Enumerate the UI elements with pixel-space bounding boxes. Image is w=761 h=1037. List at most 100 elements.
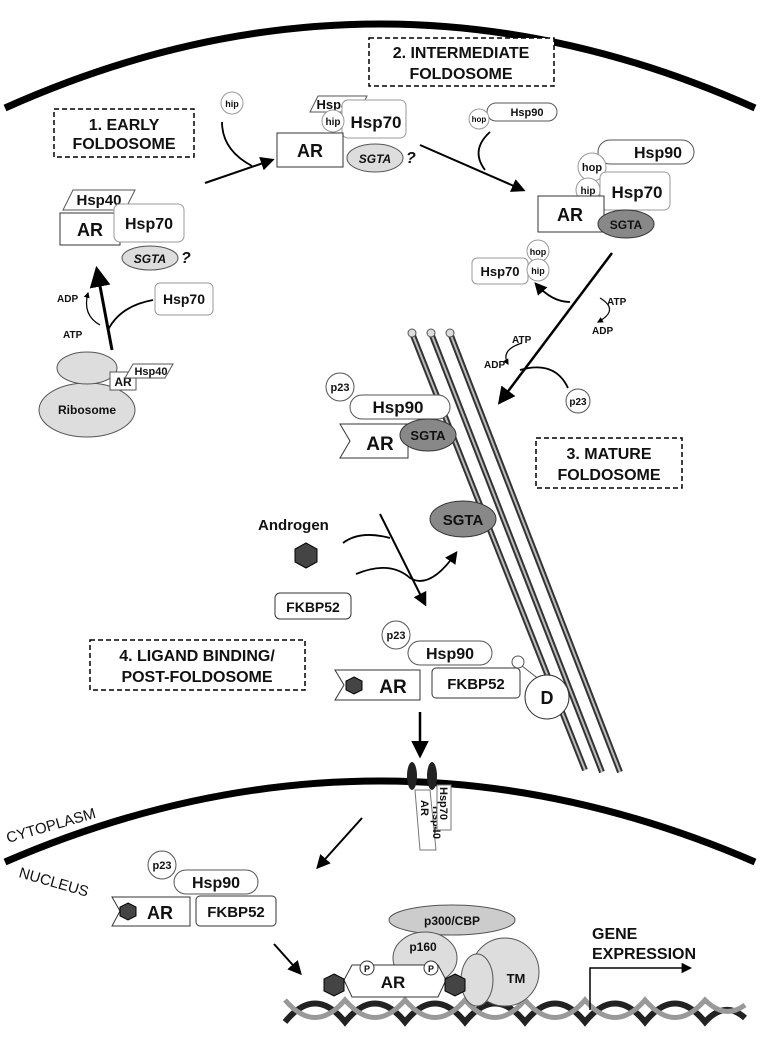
nuclear-ar-label: AR [147,903,173,923]
label-adp-p23: ADP [484,360,505,371]
inter-hsp70-label: Hsp70 [350,113,401,132]
p160-label: p160 [409,940,437,954]
mature-p23-label: p23 [331,382,350,394]
hip-free: hip [220,91,244,115]
mature-sgta-label: SGTA [410,428,446,443]
arrow-hsp70-join-left [107,299,154,331]
nuclear-complex: p23 Hsp90 AR FKBP52 [111,850,277,927]
arrow-atp-adp-p23 [503,342,523,366]
arrow-sgta-release [355,550,458,582]
inter-ar-label: AR [297,141,323,161]
full-hop-label: hop [582,162,602,174]
inter-hip-label: hip [326,117,341,128]
ligand-ar-label: AR [379,677,407,698]
early-hsp70-label: Hsp70 [125,216,173,233]
arrow-into-nucleus [316,817,363,870]
nuclear-hsp90-label: Hsp90 [192,875,240,892]
tc-ar-label: AR [381,973,406,992]
stage-early-line2: FOLDOSOME [72,136,175,153]
arrow-early-to-intermediate [204,157,275,184]
nuclear-pore: AR Hsp40 Hsp70 [407,762,452,851]
full-hsp70-label: Hsp70 [611,183,662,202]
ribosome-complex: Ribosome AR Hsp40 [38,351,174,438]
stage-early-line1: 1. EARLY [89,117,160,134]
cell-membrane [3,20,757,112]
stage-intermediate-line1: 2. INTERMEDIATE [393,45,530,62]
arrow-p23-join [519,366,569,389]
arrow-hop-hsp90-join [477,131,491,171]
stage-ligand-line1: 4. LIGAND BINDING/ [119,648,275,665]
nuclear-fkbp52-label: FKBP52 [207,904,265,921]
label-nucleus: NUCLEUS [17,865,91,901]
label-atp-p23: ATP [512,335,532,346]
p300-label: p300/CBP [424,914,480,928]
stage-box-ligand: 4. LIGAND BINDING/ POST-FOLDOSOME [89,639,306,691]
arrow-to-dna [273,943,302,976]
ligand-fkbp52-label: FKBP52 [447,676,505,693]
stage-box-intermediate: 2. INTERMEDIATE FOLDOSOME [368,37,555,87]
ligand-complex: p23 Hsp90 AR FKBP52 D [334,620,570,720]
full-hsp90-label: Hsp90 [634,145,682,162]
ligand-hsp90-label: Hsp90 [426,646,474,663]
inter-sgta-label: SGTA [359,152,391,166]
arrow-intermediate-to-mature [497,252,613,405]
ribosome-hsp40-label: Hsp40 [134,366,167,378]
arrow-atp-adp-left [83,291,101,326]
ligand-p23-label: p23 [387,630,406,642]
stage-ligand-line2: POST-FOLDOSOME [121,669,272,686]
early-complex: Hsp40 AR Hsp70 SGTA ? [59,189,191,271]
released-hsp70-label: Hsp70 [480,264,519,279]
arrow-intermediate-to-complex [419,144,526,192]
gene-expression-line2: EXPRESSION [592,946,696,963]
released-hip-label: hip [531,266,545,276]
arrow-ribosome-to-early [89,265,114,351]
phospho-left-label: P [364,964,370,974]
stage-box-early: 1. EARLY FOLDOSOME [53,108,195,158]
full-sgta-label: SGTA [610,218,643,232]
full-ar-label: AR [557,205,583,225]
released-hop-label: hop [530,247,547,257]
dynein-label: D [541,688,554,708]
stage-mature-line1: 3. MATURE [566,446,651,463]
free-fkbp52 [274,592,352,620]
stage-mature-line2: FOLDOSOME [557,467,660,484]
label-adp-left: ADP [57,294,78,305]
arrow-atp-adp-right [596,297,611,323]
label-atp-left: ATP [63,330,83,341]
early-sgta-label: SGTA [134,252,166,266]
released-sgta-label: SGTA [443,512,484,529]
released-sgta [429,500,497,538]
mature-hsp90-label: Hsp90 [372,398,423,417]
free-fkbp52-label: FKBP52 [286,599,340,615]
gene-expression-line1: GENE [592,926,638,943]
intermediate-complex: Hsp40 hip Hsp70 AR SGTA ? [276,95,416,173]
nuclear-p23-label: p23 [153,860,172,872]
transcription-complex: p300/CBP p160 TM AR P P [323,904,540,1007]
arrow-release-hsp70 [534,282,571,303]
pore-hsp70-label: Hsp70 [437,787,449,820]
free-p23 [565,388,591,414]
hsp70-free-left: Hsp70 [154,282,214,316]
stage-box-mature: 3. MATURE FOLDOSOME [535,437,683,489]
stage-intermediate-line2: FOLDOSOME [409,66,512,83]
inter-question: ? [406,150,416,167]
nuclear-membrane [3,777,757,866]
ribosome-label: Ribosome [58,403,116,417]
arrow-hip-join [221,121,253,167]
label-atp-right: ATP [607,297,627,308]
hop-hsp90-free: Hsp90 hop [468,102,558,130]
phospho-right-label: P [428,964,434,974]
mature-ar-label: AR [366,434,394,455]
early-hsp40-label: Hsp40 [76,192,121,209]
androgen-hexagon [294,542,318,569]
early-ar-label: AR [77,220,103,240]
released-hsp70-complex: Hsp70 hop hip [471,239,550,285]
free-p23-label: p23 [569,397,587,408]
label-adp-right: ADP [592,326,613,337]
arrow-gene-expression [589,962,693,1010]
hip-free-label: hip [225,99,239,109]
pore-ar-label: AR [418,800,430,816]
mature-complex: p23 Hsp90 AR SGTA [325,372,457,459]
arrow-mature-to-ligand [379,513,427,607]
